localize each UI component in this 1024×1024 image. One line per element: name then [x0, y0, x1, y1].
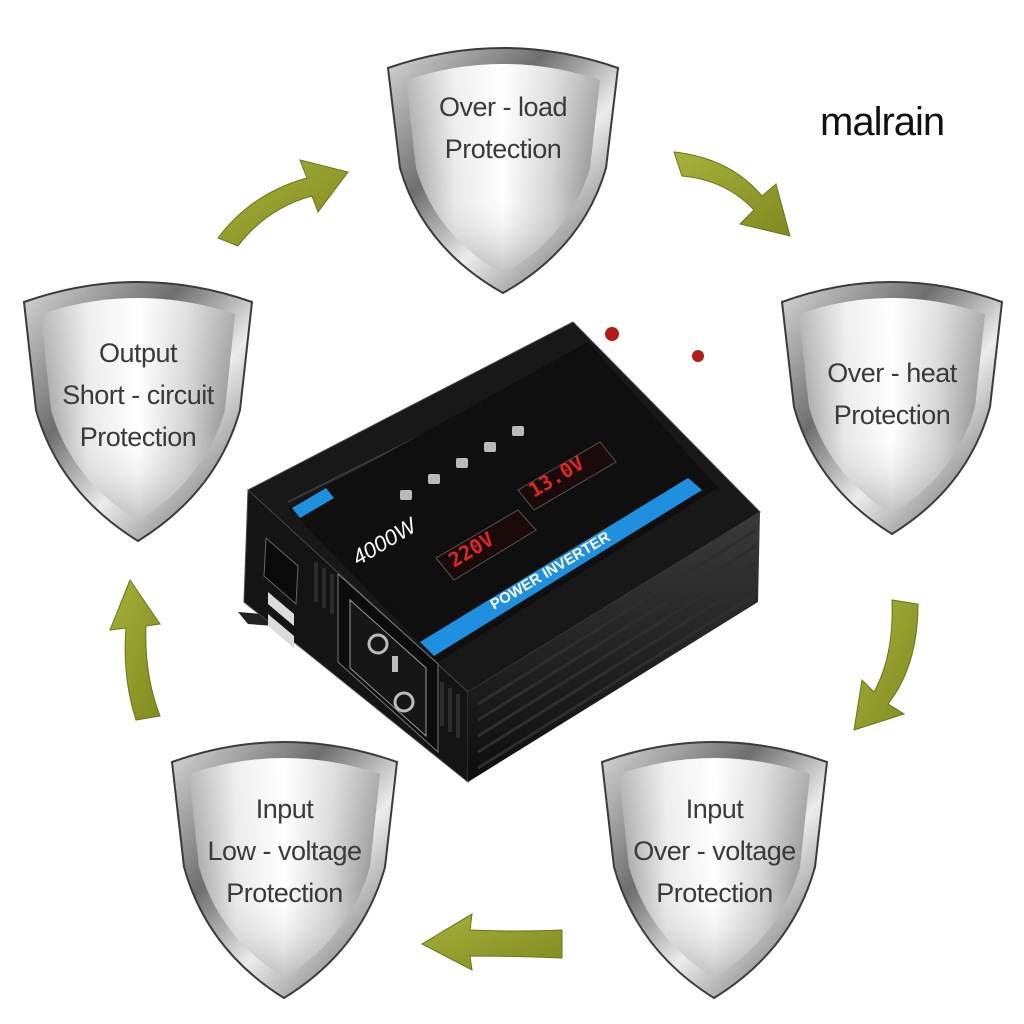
arrow-icon: [217, 159, 349, 247]
shield-line: Over - heat: [827, 358, 957, 388]
arrow-icon: [420, 913, 563, 971]
shield-label: Over - heat Protection: [772, 352, 1012, 436]
shield-icon: [386, 47, 620, 295]
shield-line: Over - load: [438, 92, 568, 122]
shield-output-short: Output Short - circuit Protection: [14, 272, 262, 547]
accent-stripe: [420, 478, 702, 656]
shield-overheat: Over - heat Protection: [772, 272, 1012, 540]
shield-line: Output: [98, 338, 178, 368]
brand-logo: malrain: [820, 100, 945, 144]
arrow-icon: [109, 578, 161, 721]
status-icons: [400, 426, 524, 500]
shield-icon: [170, 741, 399, 1000]
usb-port-icon: [268, 614, 294, 648]
shield-icon: [600, 741, 829, 1000]
usb-port-icon: [268, 592, 294, 626]
shield-line: Input: [255, 794, 314, 824]
shield-line: Protection: [656, 878, 773, 908]
shield-label: Input Over - voltage Protection: [592, 788, 837, 914]
shield-icon: [780, 281, 1004, 536]
arrow-icon: [853, 599, 919, 731]
shield-line: Protection: [444, 134, 562, 164]
shield-label: Input Low - voltage Protection: [162, 788, 407, 914]
shield-line: Short - circuit: [62, 380, 214, 410]
shield-overload: Over - load Protection: [378, 38, 628, 300]
shield-line: Protection: [833, 400, 951, 430]
shield-line: Low - voltage: [207, 836, 362, 866]
arrow-icon: [673, 151, 791, 237]
shield-label: Over - load Protection: [378, 86, 628, 170]
power-inverter-image: 220V 13.0V POWER INVERTER 4000W: [238, 321, 761, 784]
shield-label: Output Short - circuit Protection: [14, 332, 262, 458]
shield-line: Protection: [79, 422, 197, 452]
shield-line: Over - voltage: [633, 836, 796, 866]
shield-icon: [22, 281, 254, 543]
shield-line: Input: [685, 794, 744, 824]
power-switch-icon: [263, 536, 299, 606]
shield-input-lowvoltage: Input Low - voltage Protection: [162, 732, 407, 1004]
shield-input-overvoltage: Input Over - voltage Protection: [592, 732, 837, 1004]
shield-line: Protection: [226, 878, 343, 908]
